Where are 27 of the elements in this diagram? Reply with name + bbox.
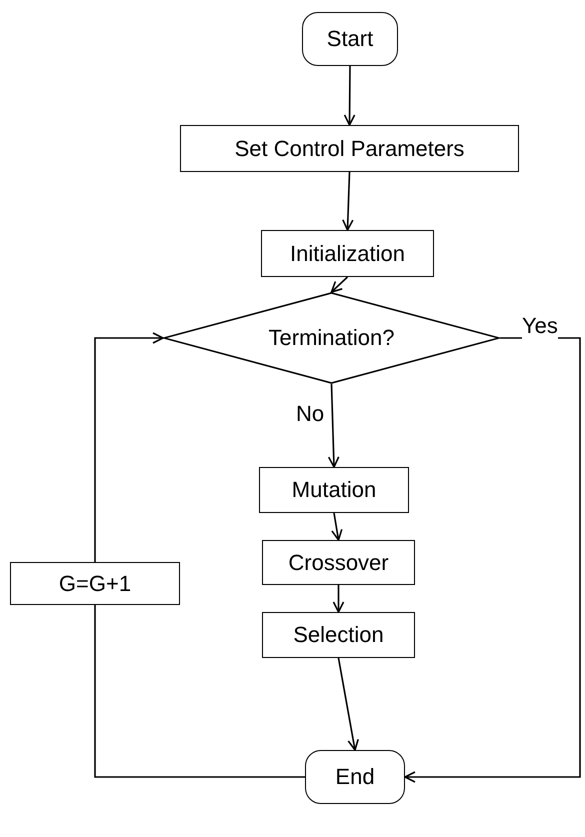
process-box xyxy=(180,125,519,172)
terminal-box xyxy=(305,750,405,804)
node-text: Mutation xyxy=(292,476,376,504)
node-text: G=G+1 xyxy=(58,570,132,598)
node-text: Termination? xyxy=(268,324,394,352)
arrow xyxy=(331,512,343,541)
process-box xyxy=(261,230,434,277)
process-box xyxy=(262,612,415,658)
arrow xyxy=(328,384,340,468)
node-text: Selection xyxy=(293,621,384,649)
arrow xyxy=(404,337,581,783)
node-text: Initialization xyxy=(290,240,405,268)
arrow xyxy=(332,585,344,613)
node-text: Set Control Parameters xyxy=(234,134,464,162)
process-box xyxy=(262,540,415,585)
process-box xyxy=(10,562,180,605)
arrow xyxy=(344,66,356,126)
arrow xyxy=(338,658,359,751)
process-box xyxy=(259,467,409,513)
node-text: Crossover xyxy=(288,548,389,576)
arrow xyxy=(94,332,164,562)
decision-diamond xyxy=(163,292,500,384)
terminal-box xyxy=(302,12,398,66)
arrow xyxy=(342,172,354,231)
arrow xyxy=(330,276,348,293)
node-text: Start xyxy=(326,25,374,53)
node-text: End xyxy=(335,763,375,791)
